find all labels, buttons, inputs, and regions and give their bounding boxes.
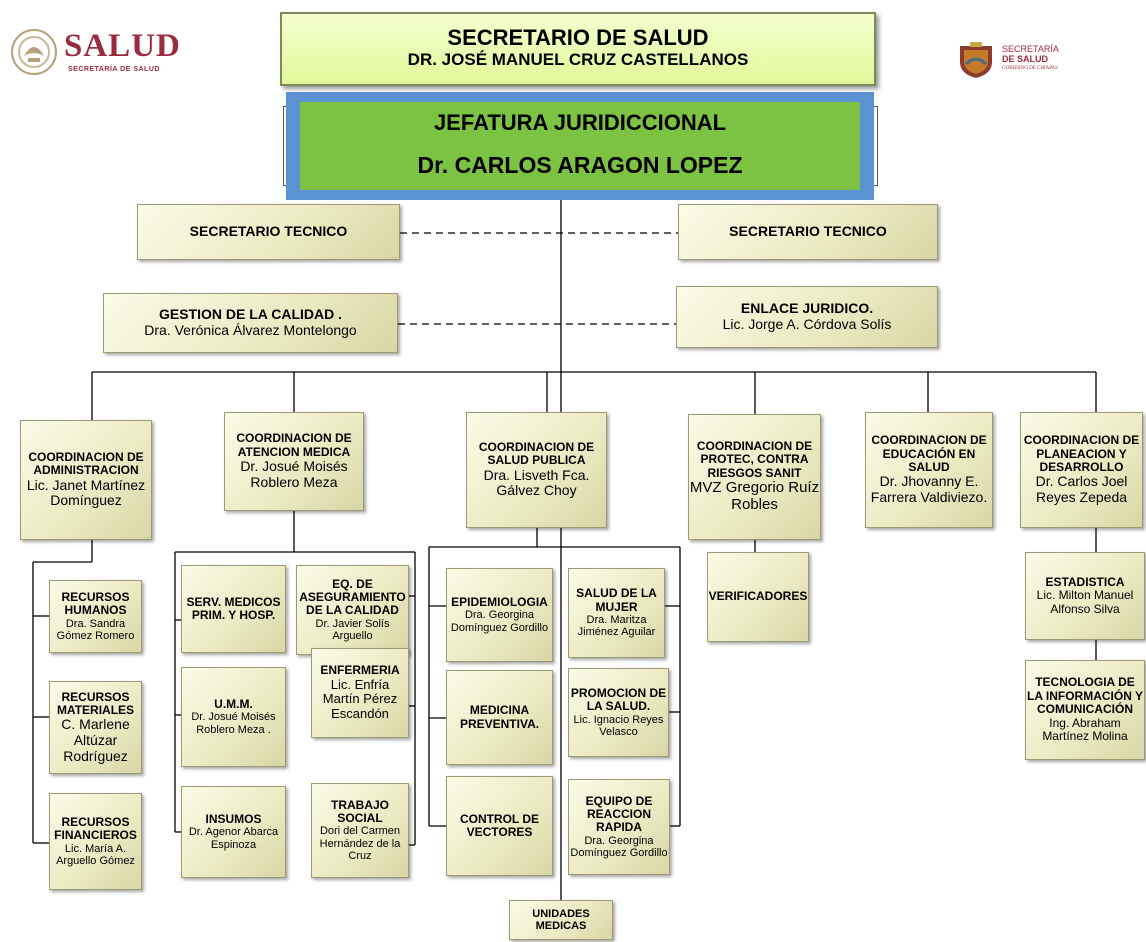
jefatura-name: Dr. CARLOS ARAGON LOPEZ	[417, 152, 743, 178]
coord-planeacion-desarrollo-name: Dr. Carlos Joel Reyes Zepeda	[1035, 473, 1128, 506]
epidemiologia-title: EPIDEMIOLOGIA	[451, 594, 548, 609]
umm-title: U.M.M.	[214, 696, 253, 711]
control-de-vectores-title: CONTROL DE VECTORES	[459, 811, 540, 839]
recursos-humanos: RECURSOS HUMANOS Dra. Sandra Gómez Romer…	[49, 580, 142, 653]
reaccion-rapida-title: EQUIPO DE REACCION RAPIDA	[585, 793, 653, 835]
jefatura-box: JEFATURA JURIDICCIONAL Dr. CARLOS ARAGON…	[286, 92, 874, 200]
secretario-tecnico-left: SECRETARIO TECNICO	[137, 204, 400, 260]
aseguramiento-calidad: EQ. DE ASEGURAMIENTO DE LA CALIDAD Dr. J…	[296, 565, 409, 655]
recursos-financieros: RECURSOS FINANCIEROS Lic. María A. Argue…	[49, 793, 142, 890]
salud-de-la-mujer: SALUD DE LA MUJER Dra. Maritza Jiménez A…	[568, 568, 665, 658]
insumos-name: Dr. Agenor Abarca Espinoza	[188, 826, 279, 851]
coord-planeacion-desarrollo-title: COORDINACION DE PLANEACION Y DESARROLLO	[1023, 433, 1140, 475]
gestion-calidad-title: GESTION DE LA CALIDAD .	[158, 306, 343, 323]
verificadores-title: VERIFICADORES	[708, 589, 808, 604]
coord-salud-publica-name: Dra. Lisveth Fca. Gálvez Choy	[483, 466, 590, 499]
coord-salud-publica: COORDINACION DE SALUD PUBLICA Dra. Lisve…	[466, 412, 607, 528]
recursos-humanos-name: Dra. Sandra Gómez Romero	[56, 617, 135, 642]
salud-logo-subtext: SECRETARÍA DE SALUD	[68, 66, 160, 73]
coord-educacion-salud: COORDINACION DE EDUCACIÓN EN SALUD Dr. J…	[865, 412, 993, 528]
gestion-calidad-name: Dra. Verónica Álvarez Montelongo	[144, 322, 357, 338]
control-de-vectores: CONTROL DE VECTORES	[446, 776, 553, 876]
coord-administracion-name: Lic. Janet Martínez Domínguez	[26, 476, 146, 509]
enlace-juridico-box: ENLACE JURIDICO. Lic. Jorge A. Córdova S…	[676, 286, 938, 348]
secretario-tecnico-right: SECRETARIO TECNICO	[678, 204, 938, 260]
enfermeria-title: ENFERMERIA	[320, 663, 400, 678]
servicios-medicos: SERV. MEDICOS PRIM. Y HOSP.	[181, 565, 286, 653]
trabajo-social-title: TRABAJO SOCIAL	[330, 797, 389, 826]
promocion-de-la-salud: PROMOCION DE LA SALUD. Lic. Ignacio Reye…	[568, 668, 669, 757]
coord-proteccion-riesgos: COORDINACION DE PROTEC, CONTRA RIESGOS S…	[688, 414, 821, 540]
enfermeria-name: Lic. Enfría Martín Pérez Escandón	[322, 676, 398, 721]
coord-atencion-medica: COORDINACION DE ATENCION MEDICA Dr. Josu…	[224, 412, 364, 511]
tecnologia-informacion: TECNOLOGIA DE LA INFORMACIÓN Y COMUNICAC…	[1025, 660, 1145, 760]
recursos-materiales-title: RECURSOS MATERIALES	[56, 689, 135, 717]
enlace-juridico-title: ENLACE JURIDICO.	[740, 300, 874, 317]
salud-de-la-mujer-name: Dra. Maritza Jiménez Aguilar	[577, 614, 656, 639]
verificadores: VERIFICADORES	[707, 552, 809, 642]
epidemiologia: EPIDEMIOLOGIA Dra. Georgina Domínguez Go…	[446, 568, 553, 662]
coord-proteccion-riesgos-title: COORDINACION DE PROTEC, CONTRA RIESGOS S…	[696, 439, 813, 480]
estadistica-title: ESTADISTICA	[1045, 574, 1125, 589]
estadistica-name: Lic. Milton Manuel Alfonso Silva	[1036, 588, 1134, 616]
recursos-financieros-title: RECURSOS FINANCIEROS	[54, 814, 137, 843]
reaccion-rapida: EQUIPO DE REACCION RAPIDA Dra. Georgina …	[568, 779, 670, 875]
salud-de-la-mujer-title: SALUD DE LA MUJER	[576, 586, 657, 614]
secretario-salud-title: SECRETARIO DE SALUD	[447, 25, 709, 50]
coord-salud-publica-title: COORDINACION DE SALUD PUBLICA	[478, 439, 595, 468]
chiapas-logo: SECRETARÍA DE SALUD GOBIERNO DE CHIAPAS	[956, 40, 1136, 86]
promocion-de-la-salud-name: Lic. Ignacio Reyes Velasco	[573, 713, 664, 738]
coord-administracion: COORDINACION DE ADMINISTRACION Lic. Jane…	[20, 420, 152, 540]
insumos: INSUMOS Dr. Agenor Abarca Espinoza	[181, 786, 286, 878]
chiapas-shield-icon	[960, 42, 992, 78]
secretario-salud-box: SECRETARIO DE SALUD DR. JOSÉ MANUEL CRUZ…	[280, 12, 876, 86]
gestion-calidad-box: GESTION DE LA CALIDAD . Dra. Verónica Ál…	[103, 293, 398, 353]
coord-educacion-salud-title: COORDINACION DE EDUCACIÓN EN SALUD	[871, 433, 987, 475]
aseguramiento-calidad-name: Dr. Javier Solís Arguello	[315, 617, 390, 643]
chiapas-logo-line2: DE SALUD	[1002, 54, 1049, 64]
medicina-preventiva-title: MEDICINA PREVENTIVA.	[459, 703, 540, 731]
unidades-medicas: UNIDADES MEDICAS	[509, 900, 613, 940]
salud-logo: SALUD SECRETARÍA DE SALUD	[8, 24, 198, 80]
coord-proteccion-riesgos-name: MVZ Gregorio Ruíz Robles	[689, 479, 820, 514]
recursos-humanos-title: RECURSOS HUMANOS	[61, 589, 130, 618]
tecnologia-informacion-title: TECNOLOGIA DE LA INFORMACIÓN Y COMUNICAC…	[1027, 675, 1143, 717]
coat-of-arms-icon	[11, 29, 57, 75]
secretario-tecnico-right-label: SECRETARIO TECNICO	[729, 223, 887, 240]
recursos-financieros-name: Lic. María A. Arguello Gómez	[56, 842, 135, 867]
trabajo-social: TRABAJO SOCIAL Dori del Carmen Hernández…	[311, 783, 409, 878]
coord-planeacion-desarrollo: COORDINACION DE PLANEACION Y DESARROLLO …	[1020, 412, 1143, 528]
unidades-medicas-title: UNIDADES MEDICAS	[532, 907, 590, 932]
medicina-preventiva: MEDICINA PREVENTIVA.	[446, 670, 553, 765]
coord-atencion-medica-title: COORDINACION DE ATENCION MEDICA	[236, 431, 352, 459]
umm: U.M.M. Dr. Josué Moisés Roblero Meza .	[181, 667, 286, 767]
secretario-salud-name: DR. JOSÉ MANUEL CRUZ CASTELLANOS	[407, 50, 749, 69]
chiapas-logo-line1: SECRETARÍA	[1002, 44, 1059, 54]
servicios-medicos-title: SERV. MEDICOS PRIM. Y HOSP.	[186, 594, 281, 622]
reaccion-rapida-name: Dra. Georgina Domínguez Gordillo	[570, 834, 668, 860]
coord-administracion-title: COORDINACION DE ADMINISTRACION	[28, 449, 144, 478]
chiapas-logo-line3: GOBIERNO DE CHIAPAS	[1002, 66, 1058, 71]
enlace-juridico-name: Lic. Jorge A. Córdova Solís	[722, 316, 892, 332]
trabajo-social-name: Dori del Carmen Hernández de la Cruz	[319, 825, 401, 863]
salud-logo-text: SALUD	[64, 28, 181, 64]
recursos-materiales-name: C. Marlene Altúzar Rodríguez	[61, 716, 130, 764]
aseguramiento-calidad-title: EQ. DE ASEGURAMIENTO DE LA CALIDAD	[299, 576, 406, 618]
tecnologia-informacion-name: Ing. Abraham Martínez Molina	[1042, 715, 1128, 744]
insumos-title: INSUMOS	[205, 811, 262, 826]
jefatura-title: JEFATURA JURIDICCIONAL	[433, 110, 727, 135]
coord-educacion-salud-name: Dr. Jhovanny E. Farrera Valdiviezo.	[870, 473, 988, 506]
promocion-de-la-salud-title: PROMOCION DE LA SALUD.	[570, 685, 667, 714]
enfermeria: ENFERMERIA Lic. Enfría Martín Pérez Esca…	[311, 648, 409, 738]
coord-atencion-medica-name: Dr. Josué Moisés Roblero Meza	[240, 458, 348, 490]
epidemiologia-name: Dra. Georgina Domínguez Gordillo	[450, 609, 549, 634]
umm-name: Dr. Josué Moisés Roblero Meza .	[191, 711, 276, 736]
recursos-materiales: RECURSOS MATERIALES C. Marlene Altúzar R…	[49, 681, 142, 774]
estadistica: ESTADISTICA Lic. Milton Manuel Alfonso S…	[1025, 552, 1145, 640]
secretario-tecnico-left-label: SECRETARIO TECNICO	[189, 223, 348, 240]
